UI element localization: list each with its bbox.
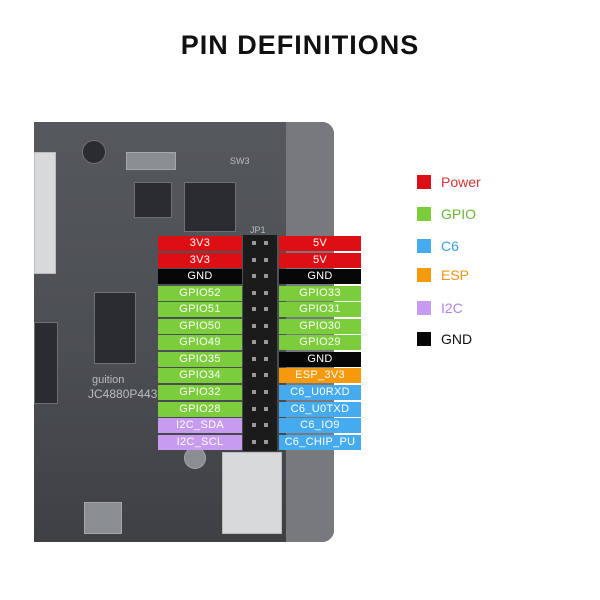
header-pin [252,257,256,262]
pin-label-left-12: I2C_SDA [158,418,242,434]
header-pin [252,241,256,245]
pin-label-left-7: GPIO49 [158,335,242,351]
legend-label: GND [441,331,473,347]
header-pin [264,241,268,245]
header-pin [264,373,268,378]
header-pin [264,340,268,345]
pin-label-right-9: ESP_3V3 [279,368,361,384]
legend-swatch [417,332,431,346]
connector-left [34,322,58,404]
mounting-hole [82,140,106,164]
header-pin [252,423,256,428]
legend-label: I2C [441,300,463,316]
pin-label-right-13: C6_CHIP_PU [279,434,361,450]
header-pin [252,389,256,394]
header-pin [264,423,268,428]
legend-label: C6 [441,238,459,254]
pin-label-left-6: GPIO50 [158,318,242,334]
ic-chip-2 [94,292,136,364]
connector-bottom [222,452,282,534]
page-title: PIN DEFINITIONS [180,30,420,60]
pin-label-right-12: C6_IO9 [279,418,361,434]
legend-swatch [417,301,431,315]
pin-label-left-2: 3V3 [158,252,242,268]
pin-label-left-11: GPIO28 [158,401,242,417]
pin-label-left-4: GPIO52 [158,285,242,301]
pin-label-right-11: C6_U0TXD [279,401,361,417]
header-pin [264,389,268,394]
silk-sw3: SW3 [230,156,250,166]
header-pin [252,356,256,361]
pin-header [243,235,277,451]
pin-label-left-10: GPIO32 [158,384,242,400]
header-pin [264,356,268,361]
pin-label-left-1: 3V3 [158,236,242,251]
pin-label-left-5: GPIO51 [158,302,242,318]
pin-label-right-1: 5V [279,236,361,251]
header-pin [264,257,268,262]
pin-label-right-2: 5V [279,252,361,268]
header-pin [252,323,256,328]
pin-label-right-5: GPIO31 [279,302,361,318]
legend-label: Power [441,174,481,190]
button [184,447,206,469]
header-pin [252,340,256,345]
pin-label-left-8: GPIO35 [158,351,242,367]
pin-label-right-8: GND [279,351,361,367]
header-pin [264,439,268,444]
legend-swatch [417,207,431,221]
silk-jp1: JP1 [250,225,266,235]
ic-chip [184,182,236,232]
header-pin [252,373,256,378]
pin-label-right-10: C6_U0RXD [279,384,361,400]
connector-small [126,152,176,170]
legend-swatch [417,239,431,253]
header-pin [252,307,256,312]
connector-white [34,152,56,274]
header-pin [264,323,268,328]
pin-label-right-4: GPIO33 [279,285,361,301]
header-pin [264,274,268,279]
pin-label-right-7: GPIO29 [279,335,361,351]
silk-logo: guition [92,374,125,386]
legend-label: GPIO [441,206,477,222]
connector-corner [84,502,122,534]
pin-label-right-6: GPIO30 [279,318,361,334]
header-pin [252,274,256,279]
legend-swatch [417,175,431,189]
pin-label-right-3: GND [279,269,361,285]
pin-label-left-3: GND [158,269,242,285]
inductor [134,182,172,218]
header-pin [264,290,268,295]
header-pin [264,406,268,411]
legend-swatch [417,268,431,282]
silk-model: JC4880P443 [88,387,158,401]
header-pin [252,439,256,444]
header-pin [252,406,256,411]
pin-label-left-9: GPIO34 [158,368,242,384]
legend-label: ESP [441,267,470,283]
header-pin [252,290,256,295]
header-pin [264,307,268,312]
pin-label-left-13: I2C_SCL [158,434,242,450]
